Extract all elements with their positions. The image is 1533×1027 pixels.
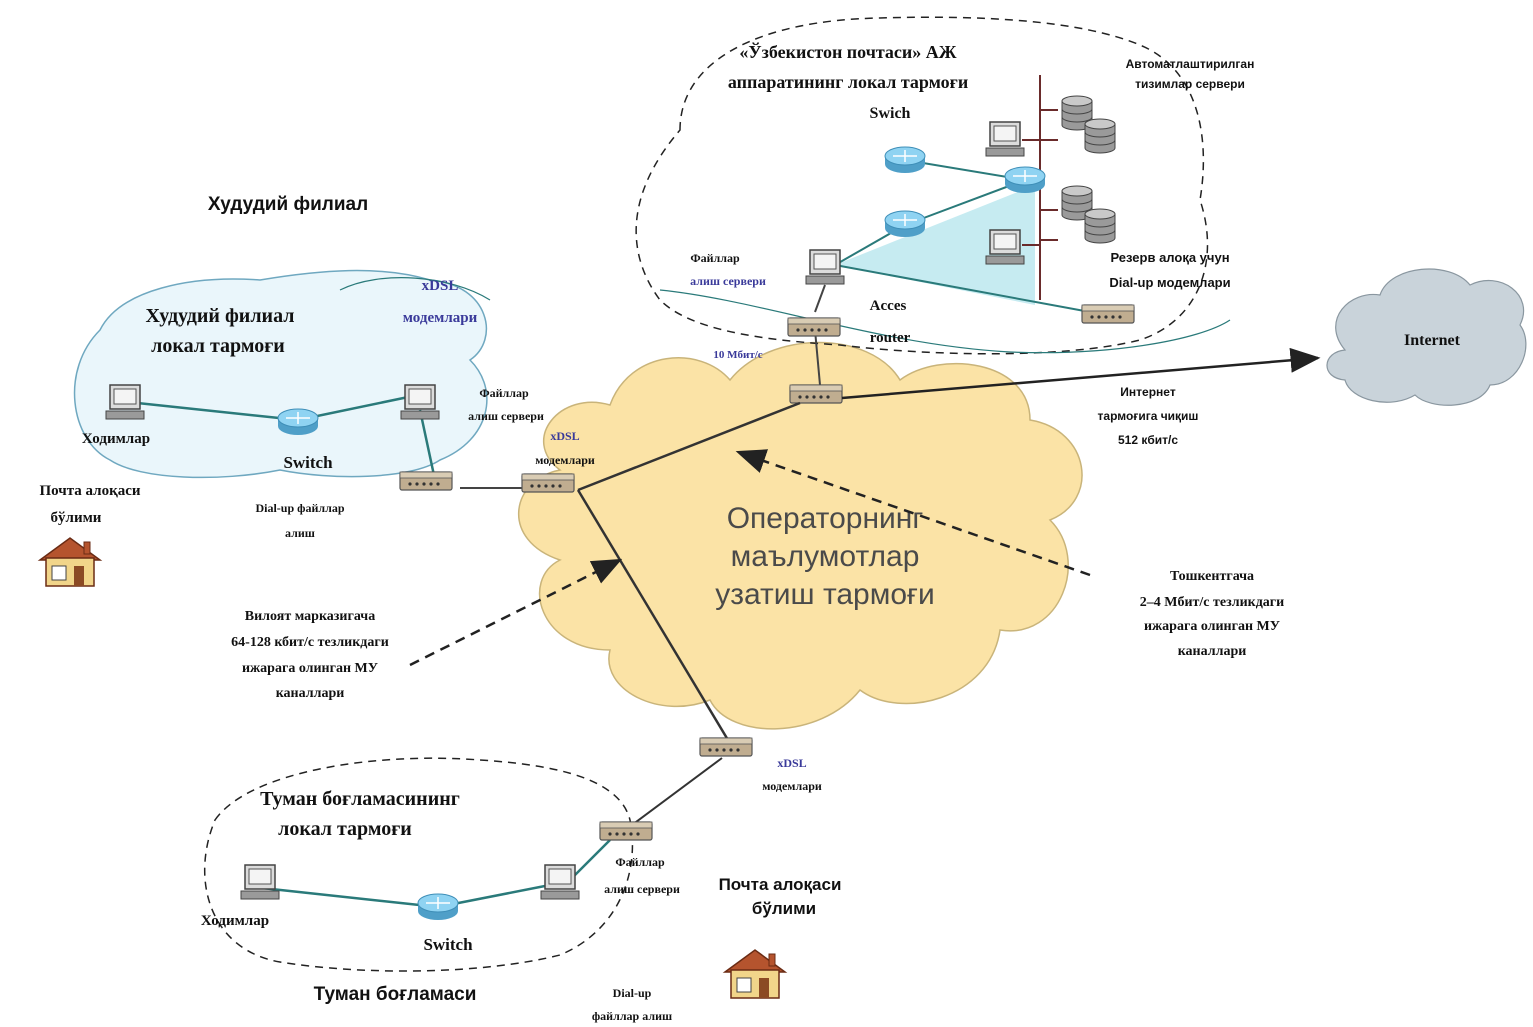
regional-lan-label-2: локал тармоғи	[151, 335, 285, 357]
hq-fileserver-label-2: алиш сервери	[690, 274, 766, 288]
regional-xdsl-label-1: xDSL	[422, 278, 459, 294]
bottom-xdsl-label-2: модемлари	[762, 779, 822, 793]
center-xdsl-label-2: модемлари	[535, 453, 595, 467]
hq-router-1	[884, 146, 926, 174]
operator-cloud	[518, 341, 1083, 730]
district-switch-router	[417, 893, 459, 921]
district-office-label-1: Почта алоқаси	[719, 875, 842, 894]
district-lan-boundary	[203, 757, 634, 972]
hq-title-line2: аппаратининг локал тармоғи	[728, 72, 968, 92]
bottom-xdsl-modem	[699, 737, 753, 757]
district-office-label-2: бўлими	[752, 899, 816, 918]
edge-modem	[789, 384, 843, 404]
district-lan-label-2: локал тармоғи	[278, 818, 412, 840]
district-fileserver-label-2: алиш сервери	[604, 882, 680, 896]
regional-switch-router	[277, 408, 319, 436]
operator-label-line1: Операторнинг	[727, 502, 924, 535]
tashkent-label-2: 2–4 Мбит/с тезликдаги	[1140, 595, 1284, 610]
access-router-label-1: Acces	[870, 298, 907, 314]
hq-speed-label: 10 Мбит/с	[713, 349, 762, 361]
district-dialup-modem	[599, 821, 653, 841]
viloyat-label-2: 64-128 кбит/с тезликдаги	[231, 635, 389, 650]
regional-switch-label: Switch	[283, 453, 333, 472]
access-router-label-2: router	[870, 330, 911, 346]
tashkent-label-1: Тошкентгача	[1170, 569, 1254, 584]
center-xdsl-label-1: xDSL	[550, 429, 579, 443]
hq-db-4	[1084, 208, 1116, 244]
viloyat-label-4: каналлари	[276, 686, 345, 701]
internet-cloud	[1326, 268, 1527, 406]
district-dialup-label-2: файллар алиш	[592, 1009, 672, 1023]
internet-link-label-1: Интернет	[1120, 385, 1176, 399]
viloyat-label-3: ижарага олинган МУ	[242, 661, 378, 676]
tashkent-label-4: каналлари	[1178, 644, 1247, 659]
hq-db-2	[1084, 118, 1116, 154]
internet-link-label-2: тармоғига чиқиш	[1098, 409, 1199, 423]
bottom-xdsl-label-1: xDSL	[777, 756, 806, 770]
regional-office-label-1: Почта алоқаси	[39, 483, 140, 499]
regional-xdsl-label-2: модемлари	[403, 310, 478, 326]
regional-fileserver-label-2: алиш сервери	[468, 409, 544, 423]
viloyat-label-1: Вилоят марказигача	[245, 609, 375, 624]
regional-staff-label: Ходимлар	[82, 431, 150, 447]
hq-reserve-label-1: Резерв алоқа учун	[1110, 250, 1229, 265]
district-lan-label-1: Туман боғламасининг	[260, 788, 460, 810]
hq-pc-2	[985, 229, 1025, 265]
viloyat-channel-arrow	[409, 558, 623, 667]
hq-router-2	[884, 210, 926, 238]
district-fileserver-pc	[540, 864, 580, 900]
operator-label-line2: маълумотлар	[731, 540, 920, 573]
district-staff-label: Ходимлар	[201, 913, 269, 929]
district-staff-pc	[240, 864, 280, 900]
regional-dialup-label-1: Dial-up файллар	[255, 501, 344, 515]
hq-lan-boundary	[635, 16, 1209, 355]
district-switch-label: Switch	[423, 935, 473, 954]
district-heading: Туман боғламаси	[314, 984, 477, 1005]
hq-inner-arc	[659, 289, 1231, 354]
backbone-link-center-to-edge	[577, 401, 801, 492]
regional-dialup-modem	[399, 471, 453, 491]
regional-post-office-house	[39, 537, 101, 587]
hq-servers-label-2: тизимлар сервери	[1135, 77, 1245, 91]
regional-fileserver-label-1: Файллар	[479, 386, 529, 400]
hq-servers-label-1: Автоматлаштирилган	[1126, 57, 1255, 71]
regional-staff-pc	[105, 384, 145, 420]
regional-lan-label-1: Худудий филиал	[146, 305, 295, 327]
backbone-link-bottom-to-district	[627, 757, 723, 829]
hq-dialup-modem	[1081, 304, 1135, 324]
internet-link	[841, 347, 1321, 400]
district-fileserver-label-1: Файллар	[615, 855, 665, 869]
hq-switch-label: Swich	[870, 105, 911, 122]
regional-dialup-label-2: алиш	[285, 526, 315, 540]
tashkent-label-3: ижарага олинган МУ	[1144, 619, 1280, 634]
hq-reserve-label-2: Dial-up модемлари	[1109, 275, 1230, 290]
district-dialup-label-1: Dial-up	[613, 986, 652, 1000]
internet-label: Internet	[1404, 332, 1461, 349]
center-xdsl-modem	[521, 473, 575, 493]
tashkent-channel-arrow	[735, 449, 1091, 577]
hq-title-line1: «Ўзбекистон почтаси» АЖ	[739, 41, 956, 62]
hq-switch-router	[1004, 166, 1046, 194]
internet-link-label-3: 512 кбит/с	[1118, 433, 1178, 447]
backbone-link-center-to-bottom	[576, 489, 730, 741]
hq-fileserver-label-1: Файллар	[690, 251, 740, 265]
access-router-device	[787, 317, 841, 337]
district-post-office-house	[724, 949, 786, 999]
operator-label-line3: узатиш тармоғи	[715, 578, 934, 611]
hq-pc-1	[985, 121, 1025, 157]
regional-office-label-2: бўлими	[51, 510, 102, 526]
hq-fileserver-pc	[805, 249, 845, 285]
regional-heading: Худудий филиал	[208, 194, 368, 215]
regional-fileserver-pc	[400, 384, 440, 420]
regional-lan-boundary	[73, 269, 488, 479]
